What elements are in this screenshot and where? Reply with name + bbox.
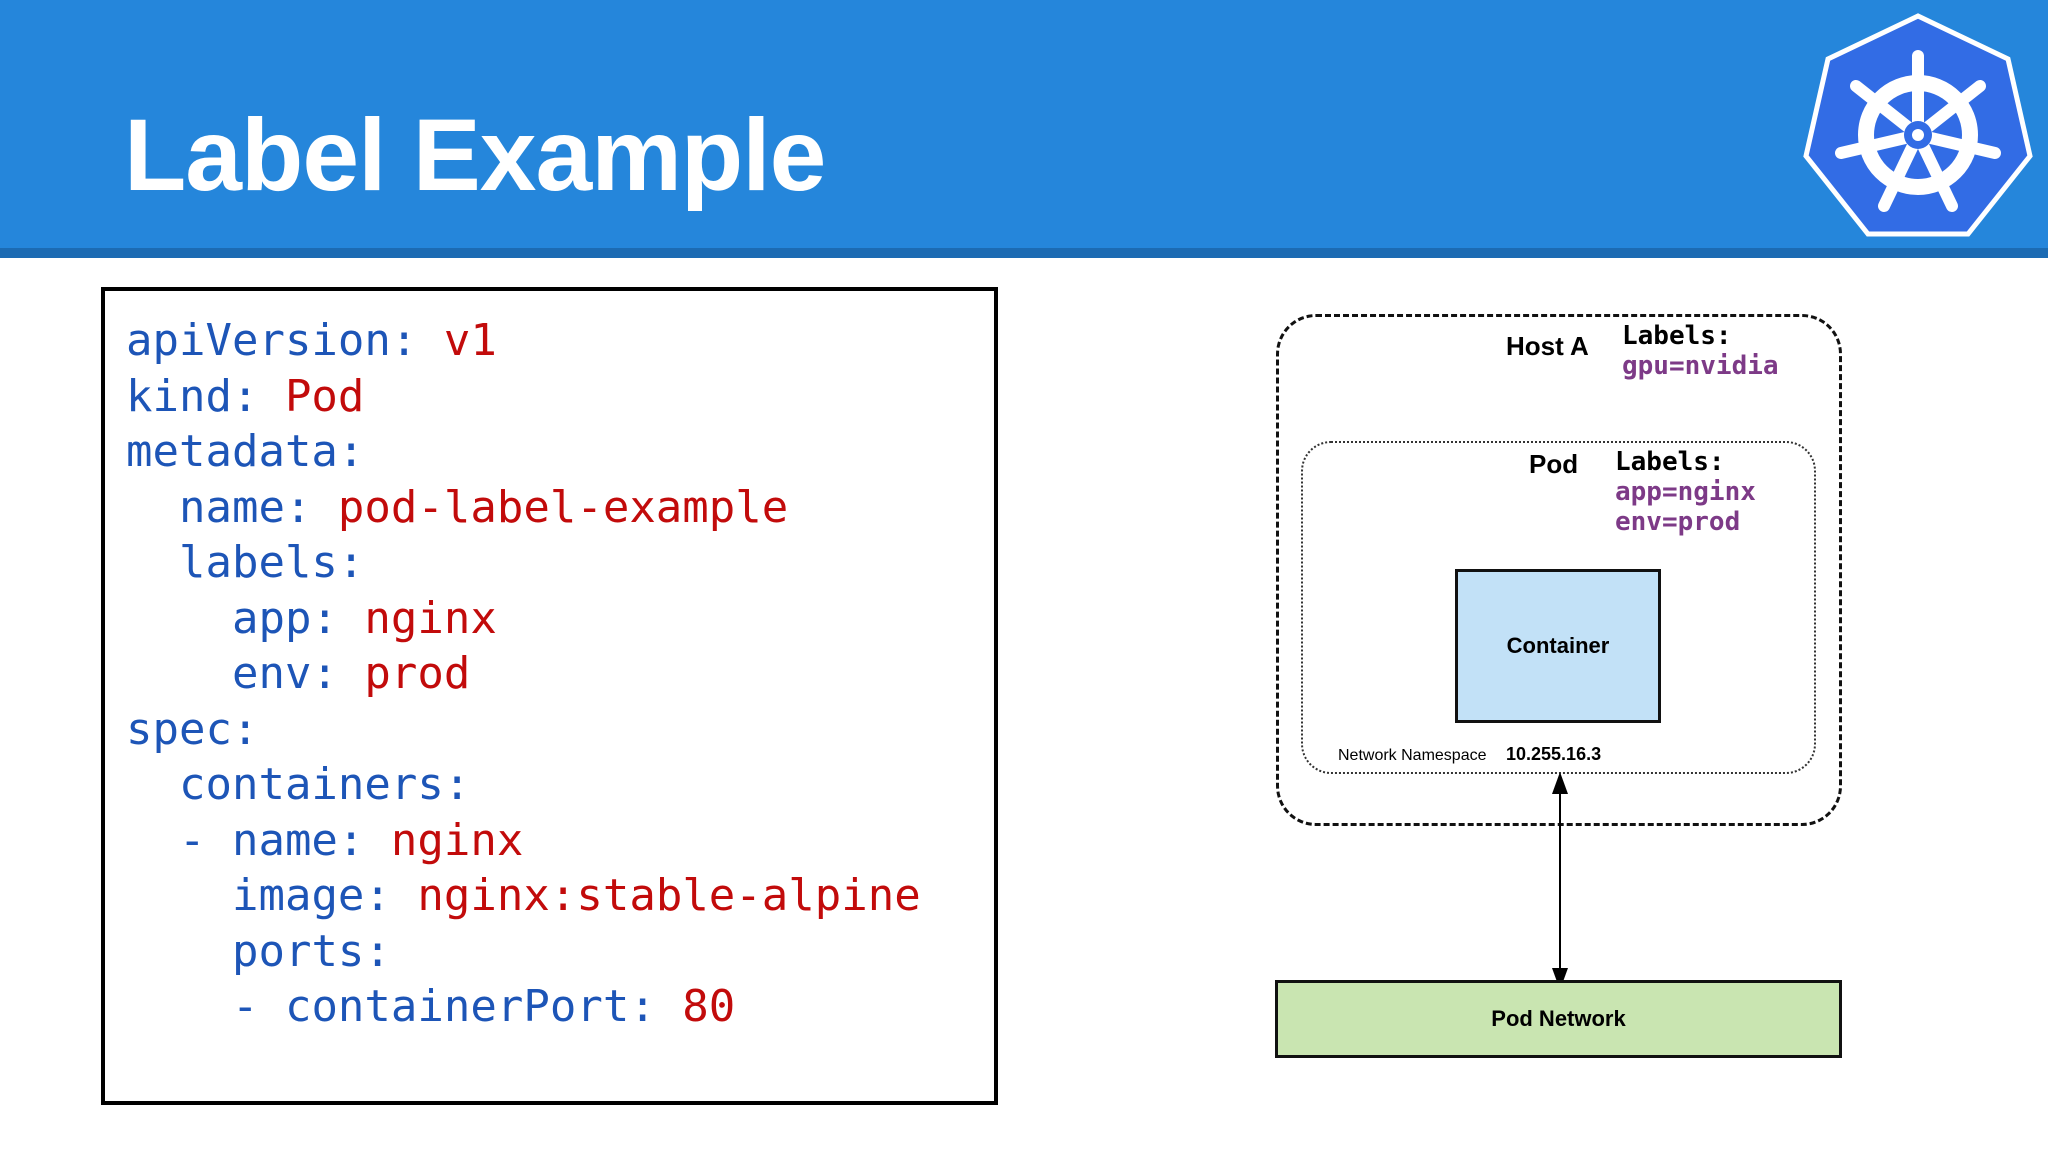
code-line: env: prod xyxy=(126,648,470,699)
yaml-value: Pod xyxy=(258,370,365,422)
bidirectional-arrow-icon xyxy=(1552,772,1568,990)
code-line: name: pod-label-example xyxy=(126,482,788,533)
network-namespace-ip: 10.255.16.3 xyxy=(1506,744,1602,764)
slide-title: Label Example xyxy=(124,98,826,212)
yaml-value: nginx:stable-alpine xyxy=(390,870,921,921)
yaml-code-panel: apiVersion: v1 kind: Pod metadata: name:… xyxy=(101,287,998,1105)
host-labels-heading: Labels: xyxy=(1622,321,1732,351)
yaml-key: containers: xyxy=(178,759,471,810)
pod-network-box: Pod Network xyxy=(1275,980,1842,1058)
yaml-key: - name: xyxy=(178,814,365,866)
yaml-key: name: xyxy=(178,481,312,533)
pod-label: app=nginx xyxy=(1615,477,1756,507)
code-line: - containerPort: 80 xyxy=(126,981,735,1032)
yaml-key: spec: xyxy=(126,703,259,755)
yaml-code: apiVersion: v1 kind: Pod metadata: name:… xyxy=(126,313,921,1035)
code-line: metadata: xyxy=(126,426,364,477)
host-label: gpu=nvidia xyxy=(1622,351,1779,381)
yaml-value: nginx xyxy=(337,592,497,644)
code-line: spec: xyxy=(126,704,258,755)
pod-labels-heading: Labels: xyxy=(1615,447,1725,477)
yaml-key: env: xyxy=(231,648,338,699)
code-line: containers: xyxy=(126,759,470,810)
pod-diagram: Host A Labels: gpu=nvidia Pod Labels: ap… xyxy=(1270,310,1850,1070)
yaml-key: - containerPort: xyxy=(231,981,656,1032)
yaml-key: ports: xyxy=(231,925,391,977)
container-box: Container xyxy=(1455,569,1661,723)
code-line: ports: xyxy=(126,926,391,977)
host-name: Host A xyxy=(1506,331,1589,361)
yaml-key: apiVersion: xyxy=(126,315,418,366)
pod-label: env=prod xyxy=(1615,507,1741,537)
code-line: kind: Pod xyxy=(126,371,364,422)
yaml-value: prod xyxy=(337,648,471,699)
yaml-key: image: xyxy=(231,870,391,921)
container-label: Container xyxy=(1506,633,1610,658)
yaml-value: pod-label-example xyxy=(311,481,789,533)
yaml-key: metadata: xyxy=(126,426,365,477)
yaml-key: app: xyxy=(231,592,338,644)
yaml-value: v1 xyxy=(417,315,497,366)
code-line: image: nginx:stable-alpine xyxy=(126,870,921,921)
pod-network-label: Pod Network xyxy=(1491,1006,1626,1031)
slide-header: Label Example xyxy=(0,0,2048,258)
yaml-value: 80 xyxy=(655,981,736,1032)
pod-name: Pod xyxy=(1529,449,1579,479)
network-namespace-label: Network Namespace xyxy=(1338,747,1487,764)
pod-boundary: Pod Labels: app=nginx env=prod xyxy=(1301,441,1816,774)
code-line: app: nginx xyxy=(126,593,497,644)
code-line: labels: xyxy=(126,537,364,588)
code-line: - name: nginx xyxy=(126,815,523,866)
yaml-key: kind: xyxy=(126,370,259,422)
yaml-key: labels: xyxy=(178,537,365,588)
yaml-value: nginx xyxy=(364,814,524,866)
kubernetes-helm-wheel-icon xyxy=(1803,13,2033,237)
code-line: apiVersion: v1 xyxy=(126,315,497,366)
